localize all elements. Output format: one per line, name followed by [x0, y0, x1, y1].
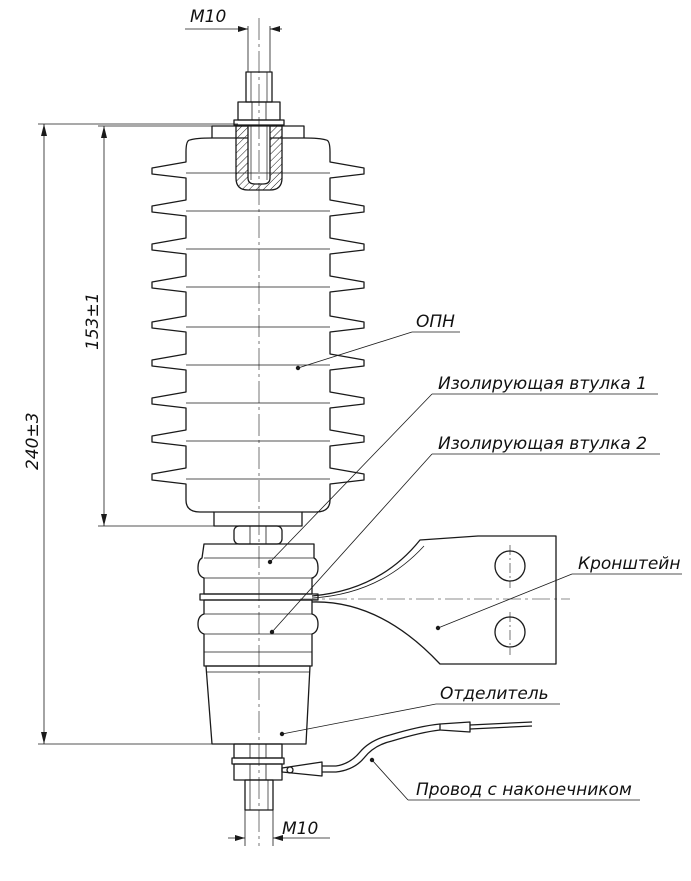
insulator-height-label: 153±1 [83, 292, 103, 350]
insulator-height-dimension [98, 125, 214, 527]
disconnector [205, 665, 311, 745]
disconnector-label: Отделитель [440, 684, 549, 704]
thread-label-bottom: M10 [282, 819, 318, 839]
surge-arrester-body [151, 125, 365, 527]
wire-with-lug [281, 734, 393, 777]
bracket-label: Кронштейн [578, 554, 680, 574]
bracket [300, 535, 570, 665]
opn-label: ОПН [416, 312, 455, 332]
overall-height-dimension [38, 123, 238, 745]
wire-label: Провод с наконечником [416, 780, 632, 800]
middle-nut [233, 525, 283, 545]
disconnector-wire [389, 721, 533, 742]
top-thread-dimension [185, 26, 282, 72]
bottom-thread-dimension [228, 810, 330, 846]
insulating-bushings [197, 543, 319, 667]
bottom-stud [231, 743, 285, 811]
leader-dots [267, 365, 441, 763]
bushing-1-label: Изолирующая втулка 1 [438, 374, 647, 394]
bushing-2-label: Изолирующая втулка 2 [438, 434, 647, 454]
thread-label-top: M10 [190, 7, 226, 27]
overall-height-label: 240±3 [23, 412, 43, 470]
leader-lines [269, 331, 682, 801]
